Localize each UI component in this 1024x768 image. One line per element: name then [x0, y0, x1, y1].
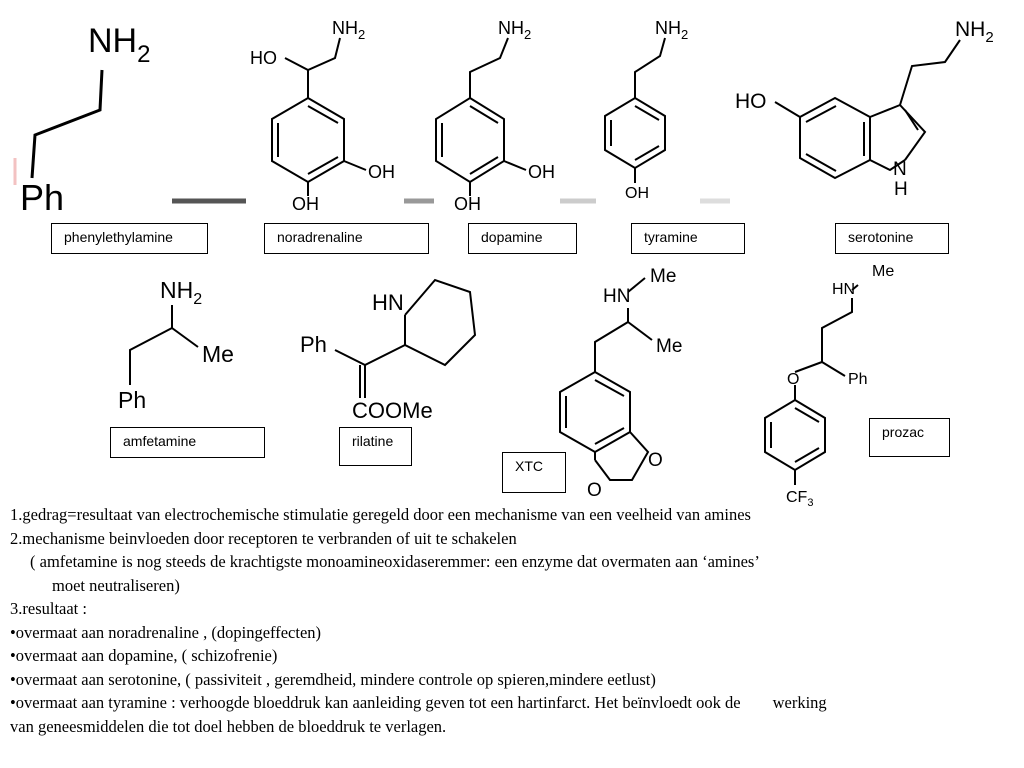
label-tyramine: tyramine	[631, 223, 745, 254]
noradrenaline-structure	[271, 37, 367, 196]
note-line-5: 3.resultaat :	[10, 599, 87, 618]
pz-o-label: O	[787, 371, 799, 388]
label-amfetamine: amfetamine	[110, 427, 265, 458]
xtc-structure	[559, 277, 653, 481]
xtc-o2-label: O	[587, 480, 602, 501]
note-line-3: ( amfetamine is nog steeds de krachtigst…	[30, 552, 760, 571]
serotonine-structure	[774, 39, 961, 180]
note-line-8: •overmaat aan serotonine, ( passiviteit …	[10, 669, 656, 689]
pz-cf3-label: CF3	[786, 489, 813, 509]
se-ho-label: HO	[735, 90, 767, 113]
na-oh1-label: OH	[368, 162, 395, 182]
prozac-structure	[764, 284, 859, 485]
xtc-hn-label: HN	[603, 286, 630, 307]
note-line-9b: werking	[772, 693, 827, 712]
label-phenylethylamine: phenylethylamine	[51, 223, 208, 254]
ty-oh-label: OH	[625, 185, 649, 202]
pz-me-label: Me	[872, 263, 894, 280]
note-line-9a: •overmaat aan tyramine : verhoogde bloed…	[10, 693, 741, 712]
da-nh2-label: NH2	[498, 18, 531, 42]
xtc-me1-label: Me	[650, 266, 676, 287]
xtc-o1-label: O	[648, 450, 663, 471]
phenylethylamine-structure	[30, 69, 104, 179]
ri-ph-label: Ph	[300, 332, 327, 357]
notes-text: 1.gedrag=resultaat van electrochemische …	[10, 503, 1010, 738]
note-line-7: •overmaat aan dopamine, ( schizofrenie)	[10, 646, 278, 665]
note-line-4: moet neutraliseren)	[52, 575, 180, 595]
xtc-me2-label: Me	[656, 336, 682, 357]
note-line-2: 2.mechanisme beinvloeden door receptoren…	[10, 528, 517, 548]
da-oh2-label: OH	[454, 194, 481, 214]
note-line-6: •overmaat aan noradrenaline , (dopingeff…	[10, 622, 322, 642]
pz-hn-label: HN	[832, 281, 855, 298]
note-line-9: •overmaat aan tyramine : verhoogde bloed…	[10, 691, 1010, 715]
label-prozac: prozac	[869, 418, 950, 457]
se-n-label: N	[893, 159, 907, 180]
na-ho-label: HO	[250, 48, 277, 68]
ty-nh2-label: NH2	[655, 18, 688, 42]
ph-nh2-label: NH2	[88, 22, 150, 68]
dopamine-structure	[435, 37, 527, 196]
se-nh2-label: NH2	[955, 18, 994, 46]
structures-canvas: NH2 Ph NH2 HO OH OH NH2 OH OH NH2 OH NH2…	[13, 18, 994, 509]
na-oh2-label: OH	[292, 194, 319, 214]
ri-coome-label: COOMe	[352, 398, 433, 423]
ph-ph-label: Ph	[20, 177, 64, 218]
am-nh2-label: NH2	[160, 277, 202, 308]
da-oh1-label: OH	[528, 162, 555, 182]
label-noradrenaline: noradrenaline	[264, 223, 429, 254]
se-h-label: H	[894, 179, 908, 200]
am-me-label: Me	[202, 341, 234, 367]
label-xtc: XTC	[502, 452, 566, 493]
note-line-1: 1.gedrag=resultaat van electrochemische …	[10, 505, 751, 524]
amfetamine-structure	[129, 305, 199, 385]
am-ph-label: Ph	[118, 387, 146, 413]
pz-ph-label: Ph	[848, 371, 868, 388]
note-line-10: van geneesmiddelen die tot doel hebben d…	[10, 716, 447, 736]
rilatine-structure	[334, 278, 477, 398]
label-serotonine: serotonine	[835, 223, 949, 254]
tyramine-structure	[604, 37, 666, 183]
ri-hn-label: HN	[372, 290, 404, 315]
label-dopamine: dopamine	[468, 223, 577, 254]
na-nh2-label: NH2	[332, 18, 365, 42]
label-rilatine: rilatine	[339, 427, 412, 466]
